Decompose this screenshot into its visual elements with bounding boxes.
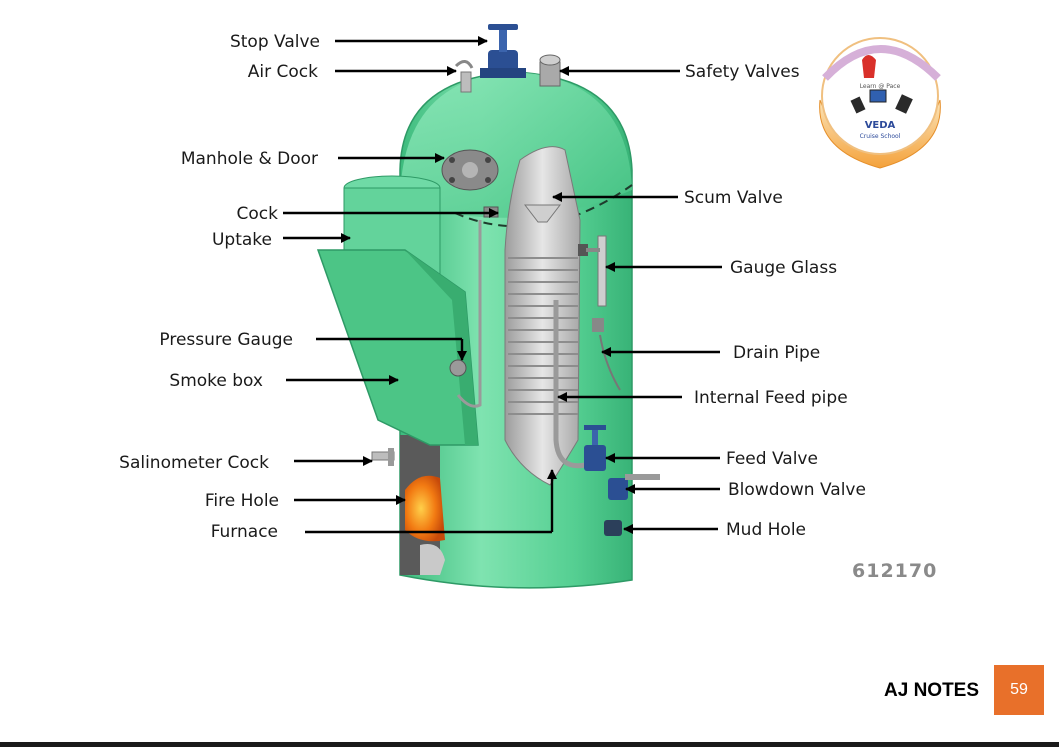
label-scum-valve: Scum Valve — [684, 188, 783, 208]
fittings — [371, 24, 660, 536]
labels: Stop Valve Air Cock Safety Valves Manhol… — [119, 32, 937, 582]
label-stop-valve: Stop Valve — [230, 32, 320, 52]
uptake-tubes — [508, 257, 578, 415]
label-safety-valves: Safety Valves — [685, 62, 800, 82]
page-number-badge: 59 — [994, 665, 1044, 715]
mud-hole-shape — [604, 520, 622, 536]
label-pressure-gauge: Pressure Gauge — [159, 330, 293, 350]
label-uptake: Uptake — [212, 230, 272, 250]
bottom-rule — [0, 742, 1059, 747]
label-salinometer-cock: Salinometer Cock — [119, 453, 269, 473]
internal-feed-shape — [553, 300, 586, 469]
scum-funnel — [523, 204, 562, 223]
smoke-box-side — [405, 250, 478, 445]
pressure-gauge-shape — [449, 359, 467, 377]
label-fire-hole: Fire Hole — [205, 491, 279, 511]
fire — [405, 475, 445, 542]
safety-valves-shape — [539, 54, 561, 87]
label-cock: Cock — [237, 204, 279, 224]
air-cock-shape — [454, 60, 474, 93]
veda-logo: Learn @ Pace VEDA Cruise School — [819, 37, 941, 169]
salinometer-shape — [371, 448, 395, 466]
logo-tablet-icon — [895, 94, 913, 114]
label-drain-pipe: Drain Pipe — [733, 343, 820, 363]
label-air-cock: Air Cock — [248, 62, 318, 82]
logo-figure-icon — [862, 55, 876, 78]
logo-ribbon — [822, 45, 941, 81]
feed-valve-shape — [584, 425, 606, 471]
figure-code: 612170 — [852, 560, 937, 582]
water-level-line — [454, 184, 633, 228]
furnace-inner — [420, 544, 445, 575]
gauge-pipe — [456, 220, 482, 408]
label-arrows — [283, 36, 722, 534]
label-furnace: Furnace — [211, 522, 278, 542]
gauge-glass-shape — [578, 235, 621, 391]
blowdown-valve-shape — [608, 474, 660, 500]
label-internal-feed-pipe: Internal Feed pipe — [694, 388, 848, 408]
logo-top-text: Learn @ Pace — [860, 83, 901, 90]
footer-notes: AJ NOTES — [884, 680, 980, 701]
label-feed-valve: Feed Valve — [726, 449, 818, 469]
manhole-shape — [441, 149, 499, 191]
label-blowdown-valve: Blowdown Valve — [728, 480, 866, 500]
logo-monitor-icon — [869, 89, 887, 103]
logo-phone-icon — [850, 96, 866, 114]
label-manhole-door: Manhole & Door — [181, 149, 318, 169]
stop-valve-shape — [480, 24, 526, 78]
label-gauge-glass: Gauge Glass — [730, 258, 837, 278]
logo-text: VEDA — [865, 120, 896, 131]
label-mud-hole: Mud Hole — [726, 520, 806, 540]
logo-subtext: Cruise School — [860, 133, 901, 140]
label-smoke-box: Smoke box — [169, 371, 263, 391]
